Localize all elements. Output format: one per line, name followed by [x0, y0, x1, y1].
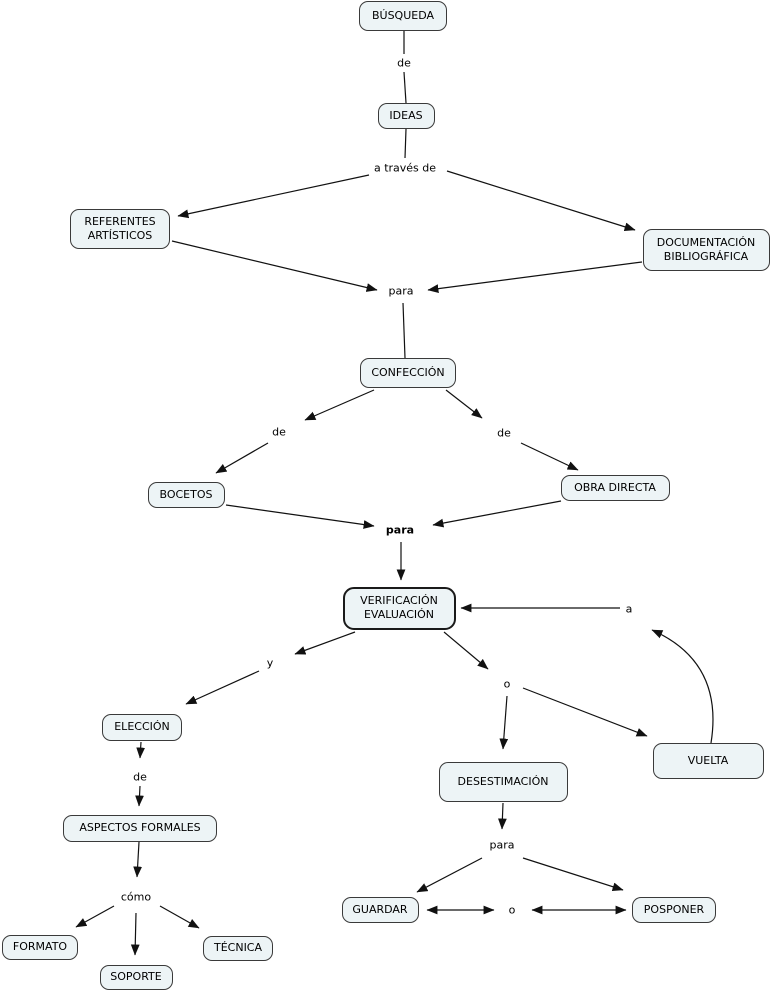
node-busqueda[interactable]: BÚSQUEDA: [359, 1, 447, 31]
link-label-como[interactable]: cómo: [120, 890, 152, 904]
node-obra-directa[interactable]: OBRA DIRECTA: [560, 475, 670, 501]
node-ideas[interactable]: IDEAS: [377, 103, 435, 129]
node-label-tecnica: TÉCNICA: [213, 940, 263, 954]
node-label-guardar: GUARDAR: [352, 902, 408, 916]
node-vuelta[interactable]: VUELTA: [652, 743, 764, 779]
node-guardar[interactable]: GUARDAR: [341, 897, 419, 923]
node-soporte[interactable]: SOPORTE: [99, 964, 173, 990]
node-confeccion[interactable]: CONFECCIÓN: [360, 358, 456, 388]
link-label-y1[interactable]: y: [266, 656, 274, 670]
link-label-de4[interactable]: de: [133, 770, 147, 784]
edge-a-traves-to-documentacion: [446, 170, 636, 232]
edge-como-to-formato: [75, 905, 115, 928]
edge-de2-to-bocetos: [215, 442, 269, 474]
edge-desestimacion-to-para3: [498, 802, 507, 830]
edge-como-to-tecnica: [159, 905, 200, 929]
node-label-aspectos: ASPECTOS FORMALES: [79, 820, 201, 834]
link-label-de1[interactable]: de: [397, 56, 411, 70]
node-label-documentacion: DOCUMENTACIÓN BIBLIOGRÁFICA: [656, 235, 756, 263]
node-posponer[interactable]: POSPONER: [632, 897, 716, 923]
edge-de1-to-ideas: [403, 71, 407, 104]
edge-vuelta-to-a1: [651, 629, 714, 744]
node-verificacion[interactable]: VERIFICACIÓN EVALUACIÓN: [342, 586, 456, 630]
node-label-formato: FORMATO: [12, 939, 68, 953]
node-desestimacion[interactable]: DESESTIMACIÓN: [438, 762, 568, 802]
node-eleccion[interactable]: ELECCIÓN: [102, 713, 182, 741]
node-label-obra-directa: OBRA DIRECTA: [574, 480, 656, 494]
edge-a-traves-to-referentes: [177, 174, 370, 219]
edge-y1-to-eleccion: [185, 670, 260, 705]
edge-eleccion-to-de4: [136, 741, 146, 759]
link-label-a1[interactable]: a: [625, 602, 633, 616]
node-aspectos[interactable]: ASPECTOS FORMALES: [63, 814, 217, 842]
edge-como-to-soporte: [130, 912, 140, 956]
node-label-bocetos: BOCETOS: [159, 487, 213, 501]
link-label-o2[interactable]: o: [508, 903, 516, 917]
node-label-confeccion: CONFECCIÓN: [371, 365, 445, 379]
edge-obra-directa-to-para2: [432, 500, 562, 528]
node-documentacion[interactable]: DOCUMENTACIÓN BIBLIOGRÁFICA: [642, 229, 770, 271]
node-formato[interactable]: FORMATO: [2, 934, 78, 960]
edge-o1-to-desestimacion: [499, 695, 509, 750]
node-tecnica[interactable]: TÉCNICA: [203, 935, 273, 961]
edge-de3-to-obra-directa: [520, 442, 579, 471]
node-label-soporte: SOPORTE: [110, 969, 162, 983]
edge-verificacion-to-y1: [294, 631, 356, 655]
link-label-de3[interactable]: de: [497, 426, 511, 440]
edge-para3-to-posponer: [522, 857, 624, 892]
edge-confeccion-to-de3: [445, 389, 483, 419]
edge-documentacion-to-para1: [427, 261, 643, 294]
link-label-para1[interactable]: para: [388, 284, 414, 298]
link-label-para2[interactable]: para: [385, 523, 415, 537]
node-bocetos[interactable]: BOCETOS: [147, 482, 225, 508]
node-label-referentes: REFERENTES ARTÍSTICOS: [84, 214, 156, 242]
edge-bocetos-to-para2: [225, 504, 375, 529]
node-label-ideas: IDEAS: [389, 108, 423, 122]
link-label-de2[interactable]: de: [272, 425, 286, 439]
edge-aspectos-to-como: [133, 841, 142, 878]
node-referentes[interactable]: REFERENTES ARTÍSTICOS: [70, 209, 170, 249]
node-label-desestimacion: DESESTIMACIÓN: [457, 774, 549, 788]
edge-para1-to-confeccion: [402, 302, 406, 359]
edge-group: [75, 31, 714, 956]
edge-para3-to-guardar: [416, 857, 483, 893]
edge-confeccion-to-de2: [304, 389, 375, 421]
node-label-vuelta: VUELTA: [687, 753, 729, 767]
edge-ideas-to-a-traves: [404, 128, 407, 159]
link-label-o1[interactable]: o: [503, 677, 511, 691]
link-label-para3[interactable]: para: [489, 838, 515, 852]
node-label-eleccion: ELECCIÓN: [114, 719, 170, 733]
node-label-posponer: POSPONER: [643, 902, 705, 916]
edge-de4-to-aspectos: [135, 785, 144, 807]
node-label-verificacion: VERIFICACIÓN EVALUACIÓN: [360, 593, 438, 621]
edge-o1-to-vuelta: [522, 687, 648, 737]
edge-verificacion-to-o1: [443, 631, 489, 670]
node-label-busqueda: BÚSQUEDA: [371, 8, 435, 22]
link-label-a-traves[interactable]: a través de: [373, 161, 437, 175]
edge-referentes-to-para1: [171, 240, 378, 292]
